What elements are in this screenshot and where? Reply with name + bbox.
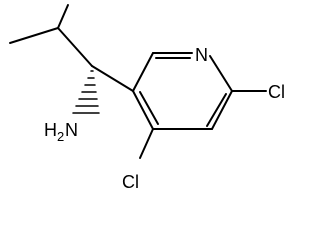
atom-label-ring-nitrogen: N — [195, 45, 208, 65]
amine-subscript: 2 — [57, 129, 64, 144]
chemical-structure: N Cl Cl H 2 N — [9, 4, 285, 192]
hashed-wedge-bond — [72, 70, 100, 114]
bond-c2-c3-double — [206, 93, 227, 127]
bond-chiral-to-ring — [91, 65, 134, 92]
bond-c5-c6 — [132, 52, 154, 92]
atom-label-chlorine-bottom: Cl — [122, 172, 139, 192]
bond-isopropyl-left — [9, 27, 59, 44]
bond-c4-c5 — [132, 90, 154, 130]
bond-c4-cl — [139, 128, 154, 159]
amine-hydrogen: H — [44, 120, 57, 140]
amine-nitrogen: N — [65, 120, 78, 140]
bond-isopropyl-to-chiral — [57, 27, 93, 67]
atom-label-amine: H 2 N — [44, 120, 78, 144]
bond-c4-c5-double — [139, 91, 159, 125]
bond-c2-c3 — [211, 90, 233, 130]
atom-label-chlorine-right: Cl — [268, 82, 285, 102]
bond-isopropyl-up — [57, 4, 69, 29]
bond-n1-c2 — [209, 55, 233, 92]
